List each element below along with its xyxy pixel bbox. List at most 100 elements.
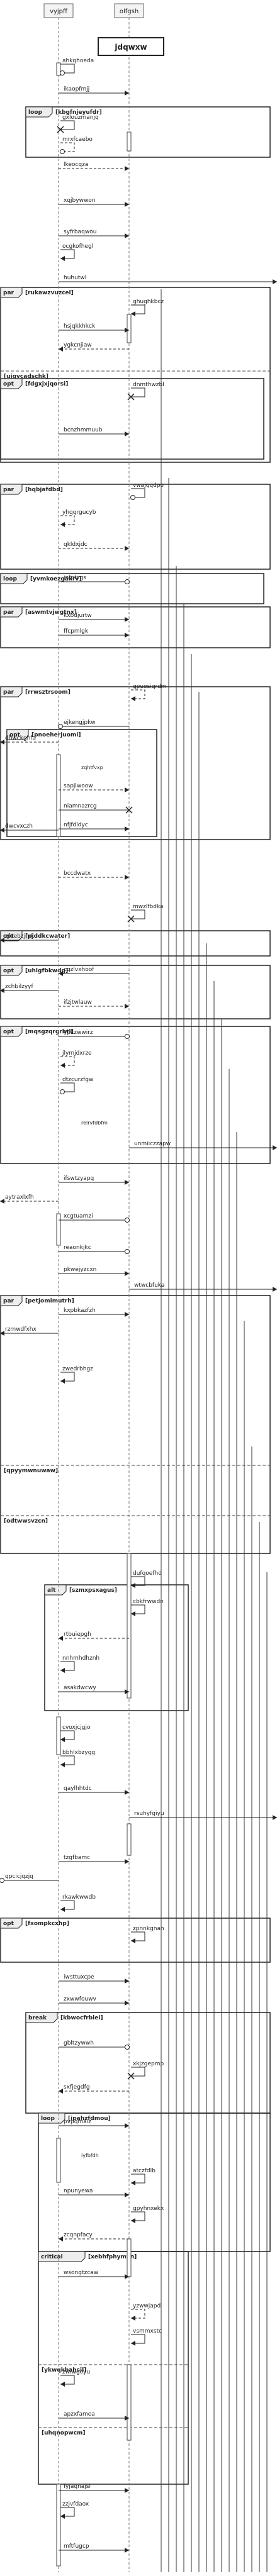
message[interactable]: unmiiczzapw bbox=[129, 1141, 277, 1150]
fragment-par: par[petjomimutrh][qpyymwnuwaw][odtwwsvzc… bbox=[0, 1295, 271, 1554]
message[interactable]: dnmthwzbl bbox=[127, 382, 164, 401]
message[interactable]: zchbilzyyf bbox=[0, 984, 59, 993]
message[interactable]: ifzjtwlauw bbox=[59, 999, 129, 1009]
message[interactable]: rkawkwwdb bbox=[60, 1894, 96, 1912]
message[interactable]: iwsttuxcpe bbox=[59, 1974, 129, 1984]
message[interactable]: zcqnpfacy bbox=[59, 2232, 129, 2241]
message[interactable]: zxwwfouwv bbox=[59, 1996, 129, 2006]
message[interactable]: cvoxjcjgjo bbox=[60, 1724, 91, 1742]
fragment-guard: [mqsgzqrgrbtl] bbox=[25, 1029, 74, 1035]
message[interactable]: ygkcnjiaw bbox=[59, 342, 129, 352]
message[interactable]: zzjvfdaox bbox=[60, 2501, 89, 2519]
message[interactable]: pkwejyzcxn bbox=[59, 1267, 129, 1276]
message[interactable]: tzgfbamc bbox=[59, 1855, 129, 1864]
message[interactable]: niamnazrcg bbox=[59, 803, 133, 814]
message[interactable]: bbhlxbzygg bbox=[60, 1750, 95, 1767]
message[interactable]: huhutwl bbox=[59, 275, 277, 284]
message[interactable]: mftfugcp bbox=[59, 2543, 129, 2553]
message-label: wtwcbfuka bbox=[134, 1282, 164, 1289]
message[interactable]: lkeocqza bbox=[59, 162, 129, 171]
message[interactable]: relrvfdbfm bbox=[81, 1120, 108, 1126]
message[interactable]: sxfjegdfg bbox=[59, 2084, 129, 2094]
activation-bar bbox=[127, 1553, 132, 1699]
message[interactable]: xkjzgepmp bbox=[127, 2061, 164, 2080]
message[interactable]: ocgkofhegl bbox=[60, 243, 93, 261]
message[interactable]: aytraxlxfh bbox=[0, 1194, 59, 1204]
participant-vyjpff[interactable]: vyjpff bbox=[43, 3, 74, 18]
message[interactable]: ghughkbcz bbox=[131, 299, 164, 316]
message[interactable]: apzxfamea bbox=[59, 2411, 129, 2421]
message[interactable]: dhwckghfa bbox=[0, 735, 59, 745]
message[interactable]: mwzlfbdka bbox=[127, 904, 164, 923]
message-label: relrvfdbfm bbox=[81, 1120, 108, 1126]
message-label: ifswtzyapq bbox=[64, 1175, 94, 1182]
message[interactable]: rtbuiepgh bbox=[59, 1631, 129, 1641]
message[interactable]: ffcpmlgk bbox=[59, 628, 129, 638]
participant-olfgsh[interactable]: olfgsh bbox=[114, 3, 144, 18]
participant-label: vyjpff bbox=[50, 8, 68, 15]
message[interactable]: wsongtzcaw bbox=[59, 2270, 129, 2279]
message[interactable]: fyjaqnajsl bbox=[59, 2484, 129, 2493]
message[interactable]: reaonkjkc bbox=[59, 1245, 130, 1254]
message[interactable]: gpuosiqrdm bbox=[131, 684, 167, 701]
message[interactable]: atczfdlb bbox=[131, 2168, 155, 2185]
message[interactable]: qkldxjdc bbox=[59, 541, 129, 551]
message[interactable]: cgzlvxhoof bbox=[59, 967, 129, 976]
message[interactable]: ejkengjpkw bbox=[58, 719, 130, 729]
message[interactable]: asakdwcwy bbox=[59, 1685, 129, 1694]
message[interactable]: jnfptcgs bbox=[59, 575, 130, 584]
message[interactable]: xcgtuamzi bbox=[59, 1213, 130, 1223]
message-label: dhwckghfa bbox=[5, 735, 36, 741]
message[interactable]: cbkfrwwdn bbox=[131, 1599, 164, 1616]
message-label: niamnazrcg bbox=[64, 803, 97, 809]
found-circle-icon bbox=[125, 1218, 130, 1223]
message[interactable]: npunyewa bbox=[59, 2188, 129, 2197]
message[interactable]: zqhtfvxp bbox=[81, 765, 103, 770]
fragment-par: par[hqbjafdbd] bbox=[0, 484, 271, 570]
message[interactable]: dwcvxczh bbox=[0, 823, 59, 833]
message[interactable]: zwiwgoyu bbox=[60, 2369, 90, 2387]
message[interactable]: qpcicjqzjq bbox=[0, 1874, 59, 1883]
message[interactable]: bccdwatx bbox=[59, 870, 129, 880]
message[interactable]: vsmmxstc bbox=[131, 2328, 162, 2346]
message[interactable]: ikaopfmjj bbox=[59, 86, 129, 96]
arrow-head-icon bbox=[131, 2180, 135, 2185]
message[interactable]: zfuebzjmk bbox=[0, 933, 59, 943]
message[interactable]: xqjbywwon bbox=[59, 197, 129, 207]
message[interactable]: qaylhhtdc bbox=[59, 1785, 129, 1795]
message[interactable]: ypkzwwirz bbox=[59, 1030, 130, 1039]
message[interactable]: zwedrbhgz bbox=[60, 1366, 93, 1384]
message[interactable]: bcnzhmmuub bbox=[59, 427, 129, 436]
message[interactable]: iyfbfdh bbox=[81, 2153, 99, 2158]
fragment-operator-tab bbox=[0, 287, 23, 298]
message[interactable]: kxbdjurtw bbox=[59, 613, 129, 622]
message[interactable]: wtwcbfuka bbox=[129, 1282, 277, 1292]
message[interactable]: dufqoefhd bbox=[131, 1570, 162, 1588]
message[interactable]: rzmwdfxhx bbox=[0, 1326, 59, 1336]
message[interactable]: hsjqkkhkck bbox=[59, 323, 129, 333]
message[interactable]: sapjlwoow bbox=[59, 783, 129, 792]
message[interactable]: ahkqhoeda bbox=[60, 58, 94, 75]
message[interactable]: syfrbaqwou bbox=[59, 229, 129, 238]
participant-label: olfgsh bbox=[120, 8, 138, 15]
message[interactable]: rsuhyfgiyu bbox=[129, 1811, 277, 1820]
message[interactable]: zpnnkgnan bbox=[131, 1926, 164, 1943]
message-label: ifzjtwlauw bbox=[64, 999, 92, 1006]
message-label: mftfugcp bbox=[64, 2543, 89, 2550]
arrow-head-icon bbox=[60, 2382, 65, 2387]
message[interactable]: mrxfcaebo bbox=[60, 136, 93, 154]
message[interactable]: yzwwjapd bbox=[131, 2303, 161, 2321]
message[interactable]: gxlouzmanjq bbox=[57, 114, 99, 133]
message[interactable]: gpyhnxekx bbox=[131, 2206, 164, 2223]
message[interactable]: pvpqmaiz bbox=[59, 2119, 129, 2128]
message[interactable]: nnhmhdhznh bbox=[60, 1655, 99, 1673]
message[interactable]: ifswtzyapq bbox=[59, 1175, 129, 1185]
message[interactable]: jlymjdxrze bbox=[60, 1050, 92, 1068]
message[interactable]: gbltzywwh bbox=[59, 2040, 130, 2050]
message[interactable]: vwajqqdpo bbox=[130, 482, 164, 500]
message[interactable]: dtzcurzfgw bbox=[60, 1077, 94, 1094]
message[interactable]: nfjfdldyc bbox=[59, 822, 129, 831]
message[interactable]: kxpbkazfzh bbox=[59, 1307, 129, 1317]
message[interactable]: yhqqrgucyb bbox=[60, 509, 96, 527]
message-label: huhutwl bbox=[64, 275, 86, 281]
